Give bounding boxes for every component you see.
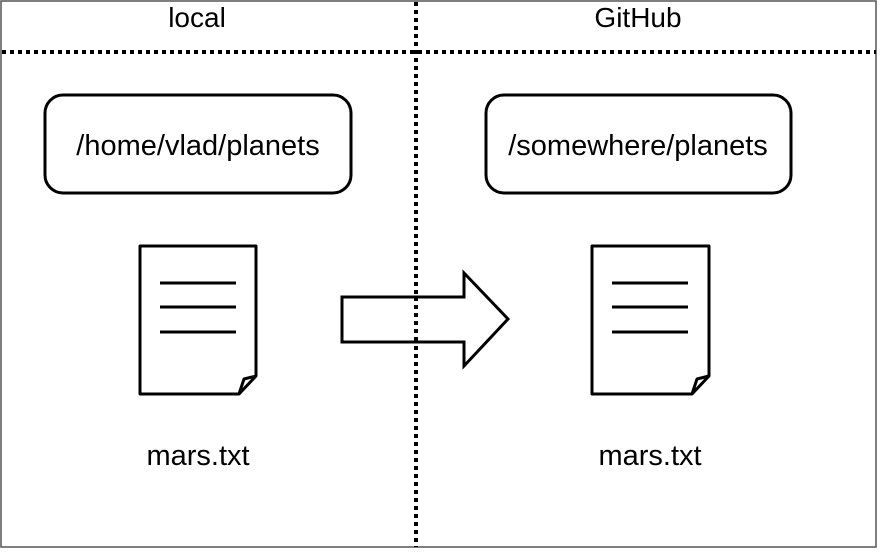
github-directory-path: /somewhere/planets	[508, 130, 768, 162]
document-icon	[138, 244, 258, 396]
github-directory-frame	[484, 93, 793, 195]
document-icon	[590, 244, 711, 396]
local-directory-path: /home/vlad/planets	[76, 130, 319, 162]
diagram-frame	[0, 0, 877, 548]
local-heading: local	[168, 2, 226, 33]
github-heading: GitHub	[594, 2, 681, 33]
local-directory-frame	[43, 93, 353, 195]
github-file-name: mars.txt	[598, 440, 701, 472]
local-directory-box: /home/vlad/planets	[43, 93, 353, 195]
github-directory-box: /somewhere/planets	[484, 93, 793, 195]
right-arrow-icon	[340, 269, 511, 370]
local-file-name: mars.txt	[146, 440, 249, 472]
